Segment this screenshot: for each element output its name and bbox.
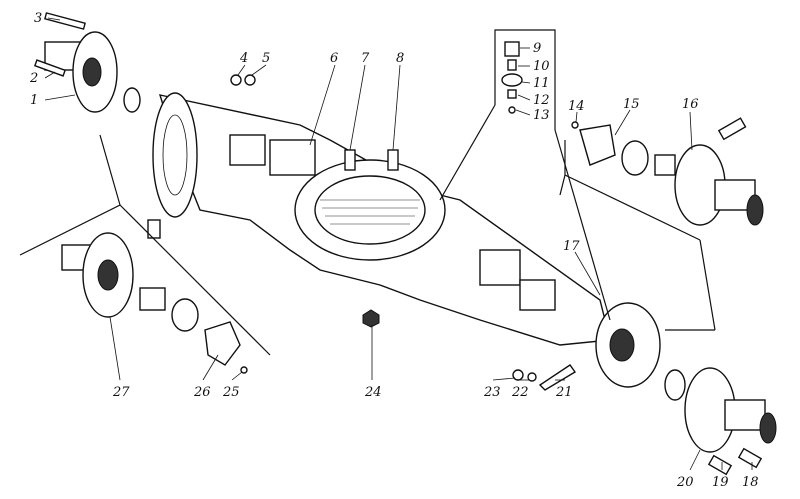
callout-9: 9 — [533, 41, 541, 56]
callout-labels: 1 2 3 4 5 6 7 8 9 10 11 12 13 14 15 16 1… — [29, 11, 759, 490]
axle-housing — [152, 92, 661, 388]
callout-25: 25 — [222, 385, 240, 400]
callout-12: 12 — [533, 93, 550, 108]
callout-17: 17 — [563, 239, 580, 254]
hub-right-lower — [664, 367, 777, 476]
callout-11: 11 — [533, 76, 550, 91]
callout-2: 2 — [29, 71, 38, 86]
callout-14: 14 — [568, 99, 585, 114]
callout-16: 16 — [682, 97, 699, 112]
callout-26: 26 — [193, 385, 211, 400]
callout-22: 22 — [511, 385, 529, 400]
callout-24: 24 — [364, 385, 382, 400]
callout-3: 3 — [34, 11, 42, 26]
callout-20: 20 — [676, 475, 694, 490]
callout-10: 10 — [533, 59, 550, 74]
callout-13: 13 — [533, 108, 550, 123]
leader-lines — [19, 17, 753, 471]
callout-7: 7 — [361, 51, 370, 66]
callout-27: 27 — [112, 385, 130, 400]
hub-left-lower — [61, 219, 241, 366]
callout-19: 19 — [712, 475, 729, 490]
callout-6: 6 — [330, 51, 338, 66]
small-parts — [33, 12, 579, 391]
callout-18: 18 — [742, 475, 759, 490]
callout-8: 8 — [396, 51, 404, 66]
hub-left-upper — [44, 31, 141, 113]
callout-23: 23 — [483, 385, 501, 400]
hub-right-upper — [579, 117, 764, 226]
callout-21: 21 — [555, 385, 573, 400]
callout-4: 4 — [239, 51, 248, 66]
callout-5: 5 — [262, 51, 270, 66]
callout-15: 15 — [623, 97, 640, 112]
callout-1: 1 — [30, 93, 38, 108]
